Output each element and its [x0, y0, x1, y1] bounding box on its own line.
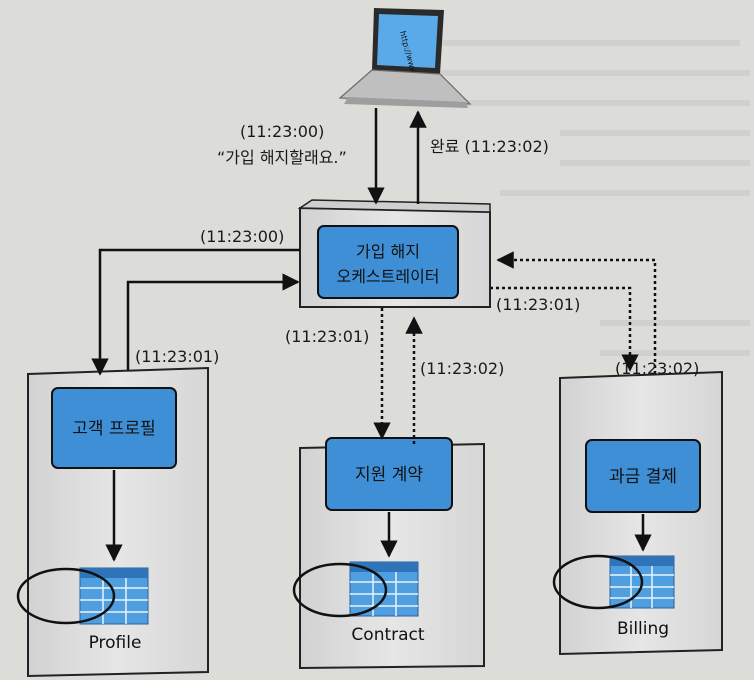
done-label: 완료 (11:23:02): [430, 137, 549, 156]
background-page-texture: [420, 40, 750, 356]
request-time-label: (11:23:00): [240, 122, 324, 141]
contract-service-title: 지원 계약: [355, 465, 423, 485]
laptop-icon: http://www: [338, 8, 472, 108]
billing-database-label: Billing: [617, 619, 669, 639]
contract-database-label: Contract: [351, 625, 424, 645]
billing-highlight-circle: [552, 554, 644, 610]
profile-database-label: Profile: [89, 633, 142, 653]
billing-service-cabinet: 과금 결제 Billing: [552, 370, 723, 656]
request-text-label: “가입 해지할래요.”: [217, 148, 347, 167]
from-billing-arrow: [496, 251, 657, 374]
orchestrator-label-line1: 가입 해지: [356, 242, 420, 261]
orchestrator-label-line2: 오케스트레이터: [336, 267, 439, 286]
contract-highlight-circle: [292, 562, 388, 618]
to-contract-time-label: (11:23:01): [285, 327, 369, 346]
billing-database-table-icon: [609, 555, 675, 609]
to-profile-arrow: [91, 248, 300, 376]
to-billing-arrow: [490, 286, 639, 372]
billing-service-box: [585, 439, 701, 513]
billing-service-title: 과금 결제: [609, 467, 677, 487]
from-billing-time-label: (11:23:02): [615, 359, 699, 378]
orchestrator-cabinet: 가입 해지 오케스트레이터: [297, 199, 491, 308]
to-profile-time-label: (11:23:00): [200, 227, 284, 246]
profile-service-box: [51, 387, 177, 469]
from-contract-time-label: (11:23:02): [420, 359, 504, 378]
from-profile-time-label: (11:23:01): [135, 347, 219, 366]
contract-database-table-icon: [349, 561, 419, 617]
from-profile-arrow: [126, 273, 300, 370]
to-billing-time-label: (11:23:01): [496, 295, 580, 314]
profile-service-cabinet: 고객 프로필 Profile: [16, 366, 209, 678]
profile-highlight-circle: [16, 567, 116, 625]
orchestrator-box: [317, 225, 459, 299]
profile-service-title: 고객 프로필: [72, 419, 156, 439]
